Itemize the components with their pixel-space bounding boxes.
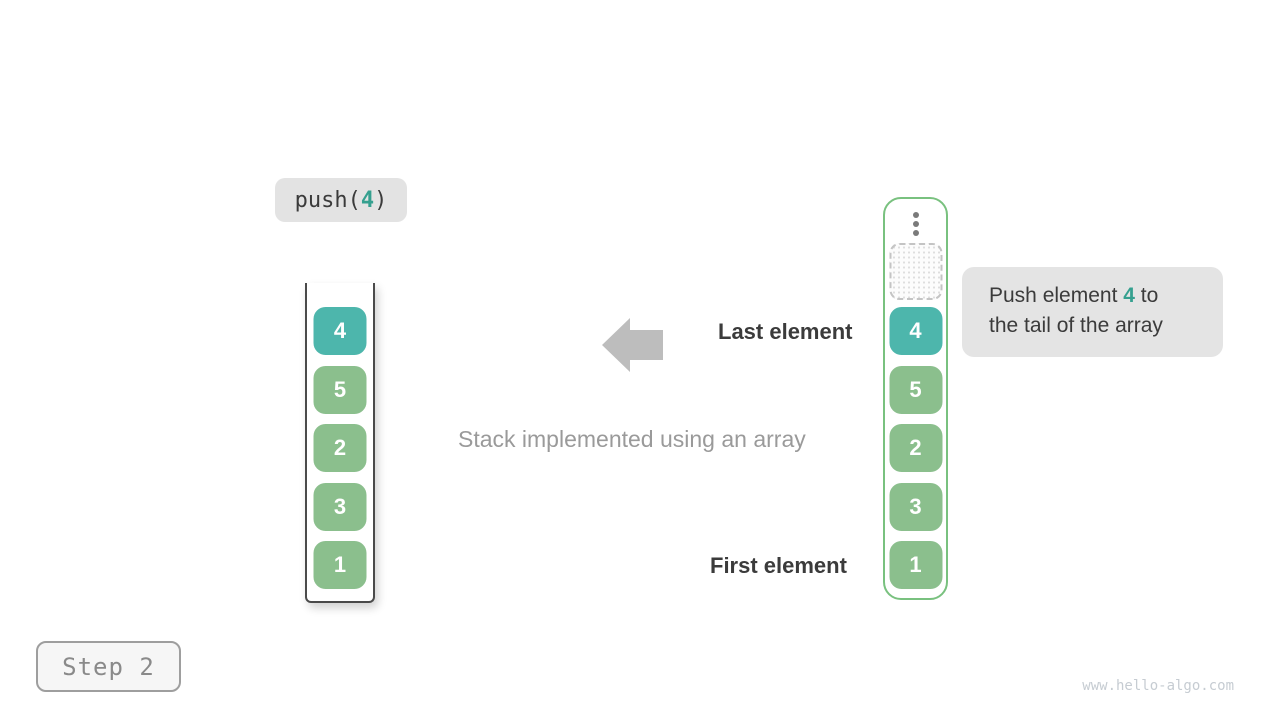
stack-container-left: 4 5 2 3 1	[305, 283, 375, 603]
stack-element: 2	[313, 424, 367, 472]
array-container-right: 4 5 2 3 1	[883, 197, 948, 600]
push-operation-prefix: push(	[294, 187, 361, 213]
stack-element: 4	[313, 307, 367, 355]
annotation-text: to	[1134, 284, 1159, 307]
push-operation-suffix: )	[374, 187, 388, 213]
array-element: 2	[889, 424, 942, 472]
step-badge: Step 2	[36, 641, 181, 692]
push-operation-label: push(4)	[275, 178, 407, 222]
empty-array-slot	[889, 243, 942, 300]
first-element-label: First element	[710, 553, 847, 578]
annotation-highlight-value: 4	[1123, 284, 1135, 307]
stack-element: 1	[313, 541, 367, 589]
vertical-ellipsis-icon	[912, 212, 919, 236]
push-annotation-box: Push element 4 to the tail of the array	[962, 267, 1223, 357]
array-element: 1	[889, 541, 942, 589]
push-operation-argument: 4	[360, 187, 375, 213]
diagram-caption: Stack implemented using an array	[458, 426, 806, 452]
ellipsis-dot	[912, 221, 919, 227]
array-element: 5	[889, 366, 942, 414]
stack-element: 3	[313, 483, 367, 531]
annotation-text: Push element	[989, 284, 1124, 307]
watermark-text: www.hello-algo.com	[1082, 678, 1234, 694]
annotation-text: the tail of the array	[989, 314, 1163, 337]
last-element-label: Last element	[718, 319, 853, 344]
ellipsis-dot	[912, 212, 919, 218]
array-element: 4	[889, 307, 942, 355]
left-arrow-icon	[602, 318, 663, 372]
stack-element: 5	[313, 366, 367, 414]
array-element: 3	[889, 483, 942, 531]
ellipsis-dot	[912, 230, 919, 236]
